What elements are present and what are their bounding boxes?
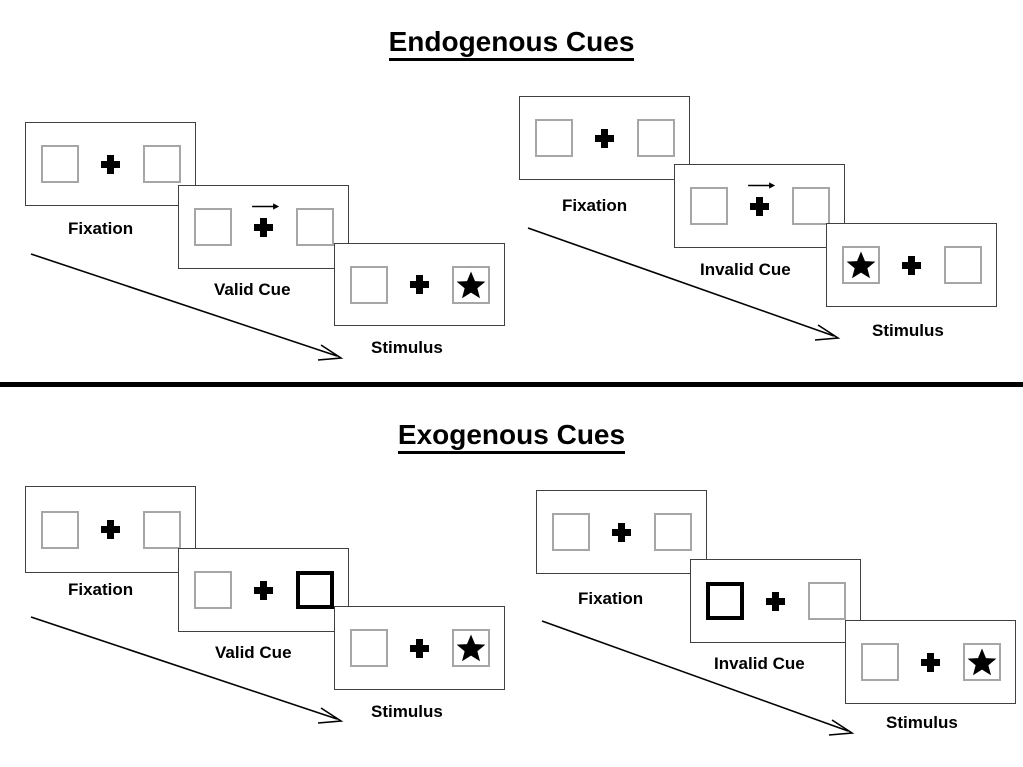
star-icon xyxy=(456,271,485,298)
placeholder-box-icon-left xyxy=(349,265,388,304)
fixation-cross-icon xyxy=(254,580,273,600)
placeholder-box-icon-left xyxy=(349,629,388,667)
panel-exogenous-valid-cue[interactable] xyxy=(178,548,349,632)
panel-exogenous-invalid-fixation[interactable] xyxy=(536,490,707,574)
placeholder-box-icon-left xyxy=(193,208,232,246)
panel-content xyxy=(705,582,846,620)
placeholder-box-icon-left xyxy=(689,187,728,225)
fixation-cross-icon xyxy=(101,154,120,174)
highlighted-box-icon-right xyxy=(295,571,334,609)
star-icon xyxy=(456,634,485,662)
star-icon xyxy=(846,251,875,279)
cue-cell xyxy=(917,652,945,672)
target-box-icon-right xyxy=(962,643,1001,681)
section-title-exogenous-text: Exogenous Cues xyxy=(397,419,626,455)
cue-cell xyxy=(591,128,619,148)
fixation-cross-icon xyxy=(766,591,785,611)
panel-endogenous-invalid-stimulus[interactable] xyxy=(826,223,997,307)
panel-content xyxy=(860,643,1001,681)
caption-exogenous-invalid-fixation: Fixation xyxy=(578,589,644,608)
panel-content xyxy=(841,246,982,284)
caption-exogenous-valid-stimulus: Stimulus xyxy=(371,702,443,721)
cue-cell xyxy=(898,255,926,275)
panel-exogenous-valid-fixation[interactable] xyxy=(25,486,196,573)
panel-exogenous-invalid-cue[interactable] xyxy=(690,559,861,643)
cue-cell xyxy=(250,202,279,237)
caption-exogenous-valid-cue: Valid Cue xyxy=(215,643,292,662)
cue-cell xyxy=(406,275,434,294)
panel-content xyxy=(349,629,490,667)
placeholder-box-icon-right xyxy=(142,145,181,183)
placeholder-box-icon-right xyxy=(142,510,181,549)
arrow-right-icon xyxy=(251,202,279,210)
fixation-cross-icon xyxy=(902,255,921,275)
placeholder-box-icon-right xyxy=(943,246,982,284)
panel-endogenous-valid-fixation[interactable] xyxy=(25,122,196,206)
fixation-cross-icon xyxy=(101,520,120,539)
panel-content xyxy=(689,181,830,225)
caption-exogenous-valid-fixation: Fixation xyxy=(68,580,134,599)
cue-cell xyxy=(746,181,775,216)
cue-cell xyxy=(406,638,434,658)
section-divider xyxy=(0,382,1023,387)
placeholder-box-icon-left xyxy=(40,510,79,549)
section-title-exogenous: Exogenous Cues xyxy=(0,419,1023,455)
fixation-cross-icon xyxy=(410,638,429,658)
panel-endogenous-valid-stimulus[interactable] xyxy=(334,243,505,326)
cue-cell xyxy=(608,522,636,542)
placeholder-box-icon-left xyxy=(860,643,899,681)
panel-content xyxy=(193,202,334,246)
caption-endogenous-valid-fixation: Fixation xyxy=(68,219,134,238)
target-box-icon-left xyxy=(841,246,880,284)
panel-content xyxy=(349,265,490,304)
placeholder-box-icon-left xyxy=(193,571,232,609)
target-box-icon-right xyxy=(451,629,490,667)
caption-endogenous-invalid-stimulus: Stimulus xyxy=(872,321,944,340)
fixation-cross-icon xyxy=(595,128,614,148)
placeholder-box-icon-right xyxy=(791,187,830,225)
cue-cell xyxy=(97,520,125,539)
panel-exogenous-invalid-stimulus[interactable] xyxy=(845,620,1016,704)
placeholder-box-icon-right xyxy=(807,582,846,620)
caption-exogenous-invalid-cue: Invalid Cue xyxy=(714,654,805,673)
section-title-endogenous-text: Endogenous Cues xyxy=(388,26,635,62)
panel-endogenous-valid-cue[interactable] xyxy=(178,185,349,269)
panel-endogenous-invalid-cue[interactable] xyxy=(674,164,845,248)
placeholder-box-icon-left xyxy=(534,119,573,157)
caption-exogenous-invalid-stimulus: Stimulus xyxy=(886,713,958,732)
fixation-cross-icon xyxy=(410,275,429,294)
fixation-cross-icon xyxy=(612,522,631,542)
caption-endogenous-valid-cue: Valid Cue xyxy=(214,280,291,299)
caption-endogenous-valid-stimulus: Stimulus xyxy=(371,338,443,357)
caption-endogenous-invalid-cue: Invalid Cue xyxy=(700,260,791,279)
placeholder-box-icon-left xyxy=(551,513,590,551)
panel-endogenous-invalid-fixation[interactable] xyxy=(519,96,690,180)
fixation-cross-icon xyxy=(921,652,940,672)
placeholder-box-icon-right xyxy=(653,513,692,551)
panel-content xyxy=(534,119,675,157)
placeholder-box-icon-right xyxy=(295,208,334,246)
caption-endogenous-invalid-fixation: Fixation xyxy=(562,196,628,215)
panel-content xyxy=(40,145,181,183)
placeholder-box-icon-left xyxy=(40,145,79,183)
highlighted-box-icon-left xyxy=(705,582,744,620)
fixation-cross-icon xyxy=(254,217,273,237)
panel-content xyxy=(40,510,181,549)
section-title-endogenous: Endogenous Cues xyxy=(0,26,1023,62)
target-box-icon-right xyxy=(451,265,490,304)
panel-exogenous-valid-stimulus[interactable] xyxy=(334,606,505,690)
star-icon xyxy=(967,648,996,676)
panel-content xyxy=(551,513,692,551)
cue-cell xyxy=(97,154,125,174)
fixation-cross-icon xyxy=(750,196,769,216)
cue-cell xyxy=(250,580,278,600)
panel-content xyxy=(193,571,334,609)
placeholder-box-icon-right xyxy=(636,119,675,157)
cue-cell xyxy=(762,591,790,611)
arrow-right-icon xyxy=(747,181,775,189)
